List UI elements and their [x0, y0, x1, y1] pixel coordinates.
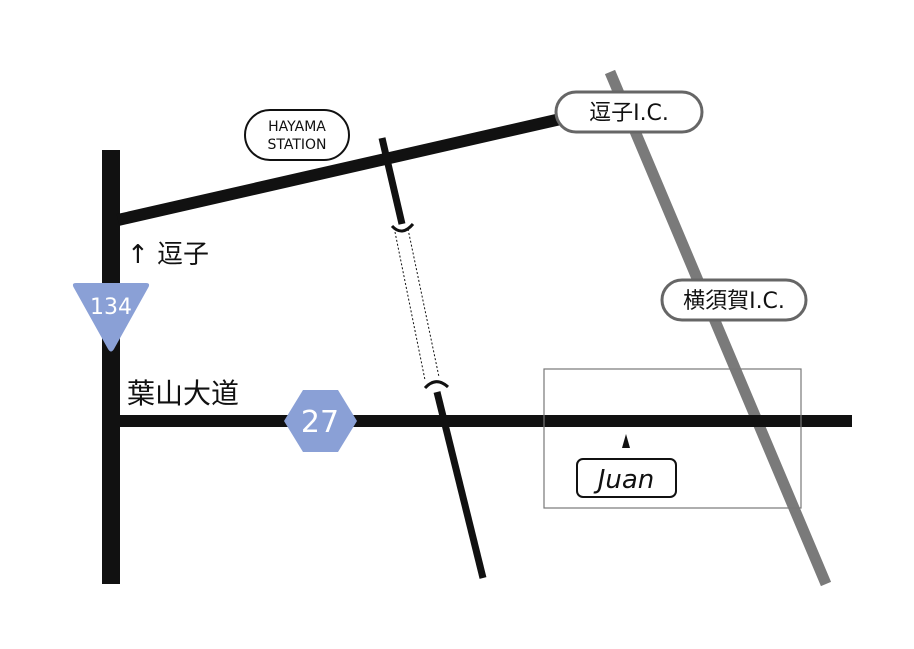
zushi-ic-label[interactable]: 逗子I.C.: [554, 90, 704, 134]
route-27-number: 27: [301, 405, 339, 440]
yokosuka-ic-label[interactable]: 横須賀I.C.: [660, 278, 808, 322]
route-134-badge: 134: [72, 283, 150, 352]
tunnel-dotted-right: [407, 228, 440, 378]
yokosuka-ic-text: 横須賀I.C.: [683, 289, 785, 314]
tunnel-dotted-left: [394, 231, 426, 381]
hayama-odo-label: 葉山大道: [127, 377, 239, 410]
juan-area-box: [543, 368, 802, 509]
expressway-road: [604, 69, 832, 587]
zushi-road: [116, 112, 567, 226]
route-134-number: 134: [90, 295, 132, 320]
bridge-icon: [423, 380, 450, 390]
crossing-road-lower: [433, 391, 487, 579]
route-27-badge: 27: [284, 390, 357, 452]
location-pointer-icon: [622, 434, 630, 448]
juan-label-text: Juan: [593, 465, 655, 495]
route-27-shield-icon: [284, 390, 357, 452]
bridge-icon: [390, 222, 415, 233]
hayama-station-line1: HAYAMA: [268, 119, 326, 135]
zushi-ic-text: 逗子I.C.: [589, 101, 669, 126]
juan-label[interactable]: Juan: [576, 458, 677, 498]
route-134-shield-icon: [72, 283, 150, 352]
zushi-direction-label: ↑ 逗子: [127, 240, 209, 270]
crossing-road-upper: [378, 137, 406, 225]
hayama-station-label[interactable]: HAYAMA STATION: [244, 109, 350, 161]
hayama-station-line2: STATION: [267, 137, 326, 153]
